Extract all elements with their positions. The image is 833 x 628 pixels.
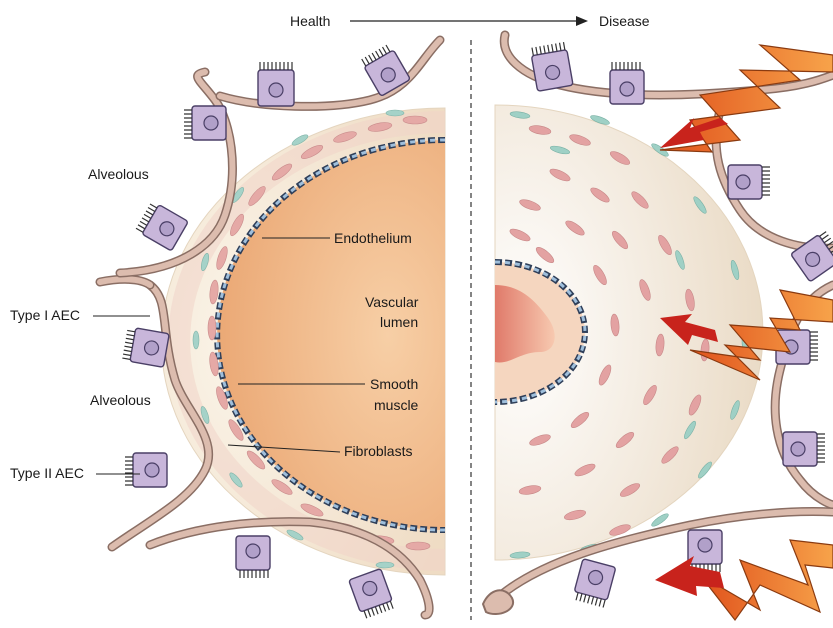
alveolar-wall-bulge bbox=[483, 590, 513, 614]
endothelium-label: Endothelium bbox=[334, 230, 412, 246]
vascular-label: Vascular bbox=[365, 294, 419, 310]
fibroblasts-label: Fibroblasts bbox=[344, 443, 412, 459]
health-label: Health bbox=[290, 13, 330, 29]
healthy-vessel bbox=[161, 108, 445, 575]
lumen-label: lumen bbox=[380, 314, 418, 330]
header: Health Disease bbox=[290, 13, 650, 29]
muscle-label: muscle bbox=[374, 397, 419, 413]
smooth-label: Smooth bbox=[370, 376, 418, 392]
type1-aec-label: Type I AEC bbox=[10, 307, 80, 323]
disease-label: Disease bbox=[599, 13, 650, 29]
progression-arrowhead-icon bbox=[576, 16, 588, 26]
alveolous-label-top: Alveolous bbox=[88, 166, 149, 182]
left-labels: Alveolous Alveolous Type I AEC Type II A… bbox=[10, 166, 151, 481]
type2-aec-label: Type II AEC bbox=[10, 465, 84, 481]
alveolous-label-bottom: Alveolous bbox=[90, 392, 151, 408]
aec-cell bbox=[258, 62, 294, 106]
